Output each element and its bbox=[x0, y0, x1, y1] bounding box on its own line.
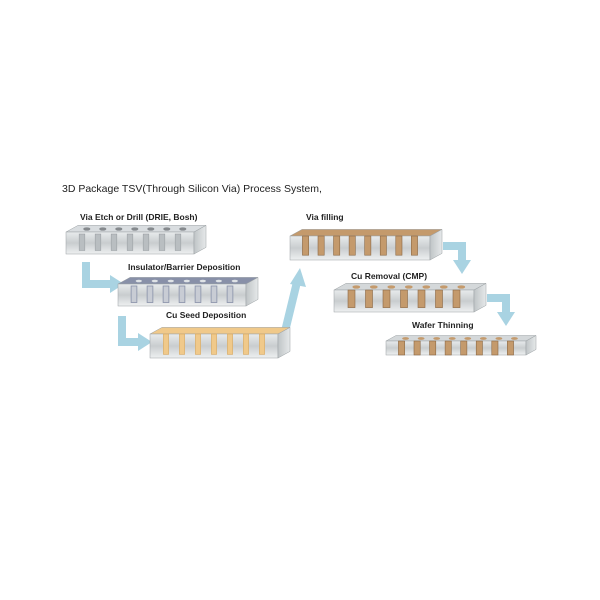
arrow-step1-to-step2 bbox=[82, 262, 124, 293]
step-label-cu-removal: Cu Removal (CMP) bbox=[351, 271, 428, 281]
arrow-step5-to-step6 bbox=[487, 294, 515, 326]
arrow-step4-to-step5 bbox=[443, 242, 471, 274]
step-label-wafer-thinning: Wafer Thinning bbox=[412, 320, 474, 330]
wafer-cu-seed-deposition bbox=[149, 326, 291, 359]
step-label-via-etch: Via Etch or Drill (DRIE, Bosh) bbox=[80, 212, 198, 222]
wafer-via-filling bbox=[289, 228, 443, 261]
step-label-via-filling: Via filling bbox=[306, 212, 344, 222]
wafer-insulator-deposition bbox=[117, 276, 259, 307]
arrow-step2-to-step3 bbox=[118, 316, 152, 351]
wafer-thinning bbox=[385, 335, 537, 356]
wafer-cu-removal bbox=[333, 282, 487, 313]
step-label-cu-seed: Cu Seed Deposition bbox=[166, 310, 247, 320]
step-label-insulator: Insulator/Barrier Deposition bbox=[128, 262, 241, 272]
diagram-title: 3D Package TSV(Through Silicon Via) Proc… bbox=[62, 183, 322, 195]
wafer-via-etch bbox=[65, 224, 207, 255]
